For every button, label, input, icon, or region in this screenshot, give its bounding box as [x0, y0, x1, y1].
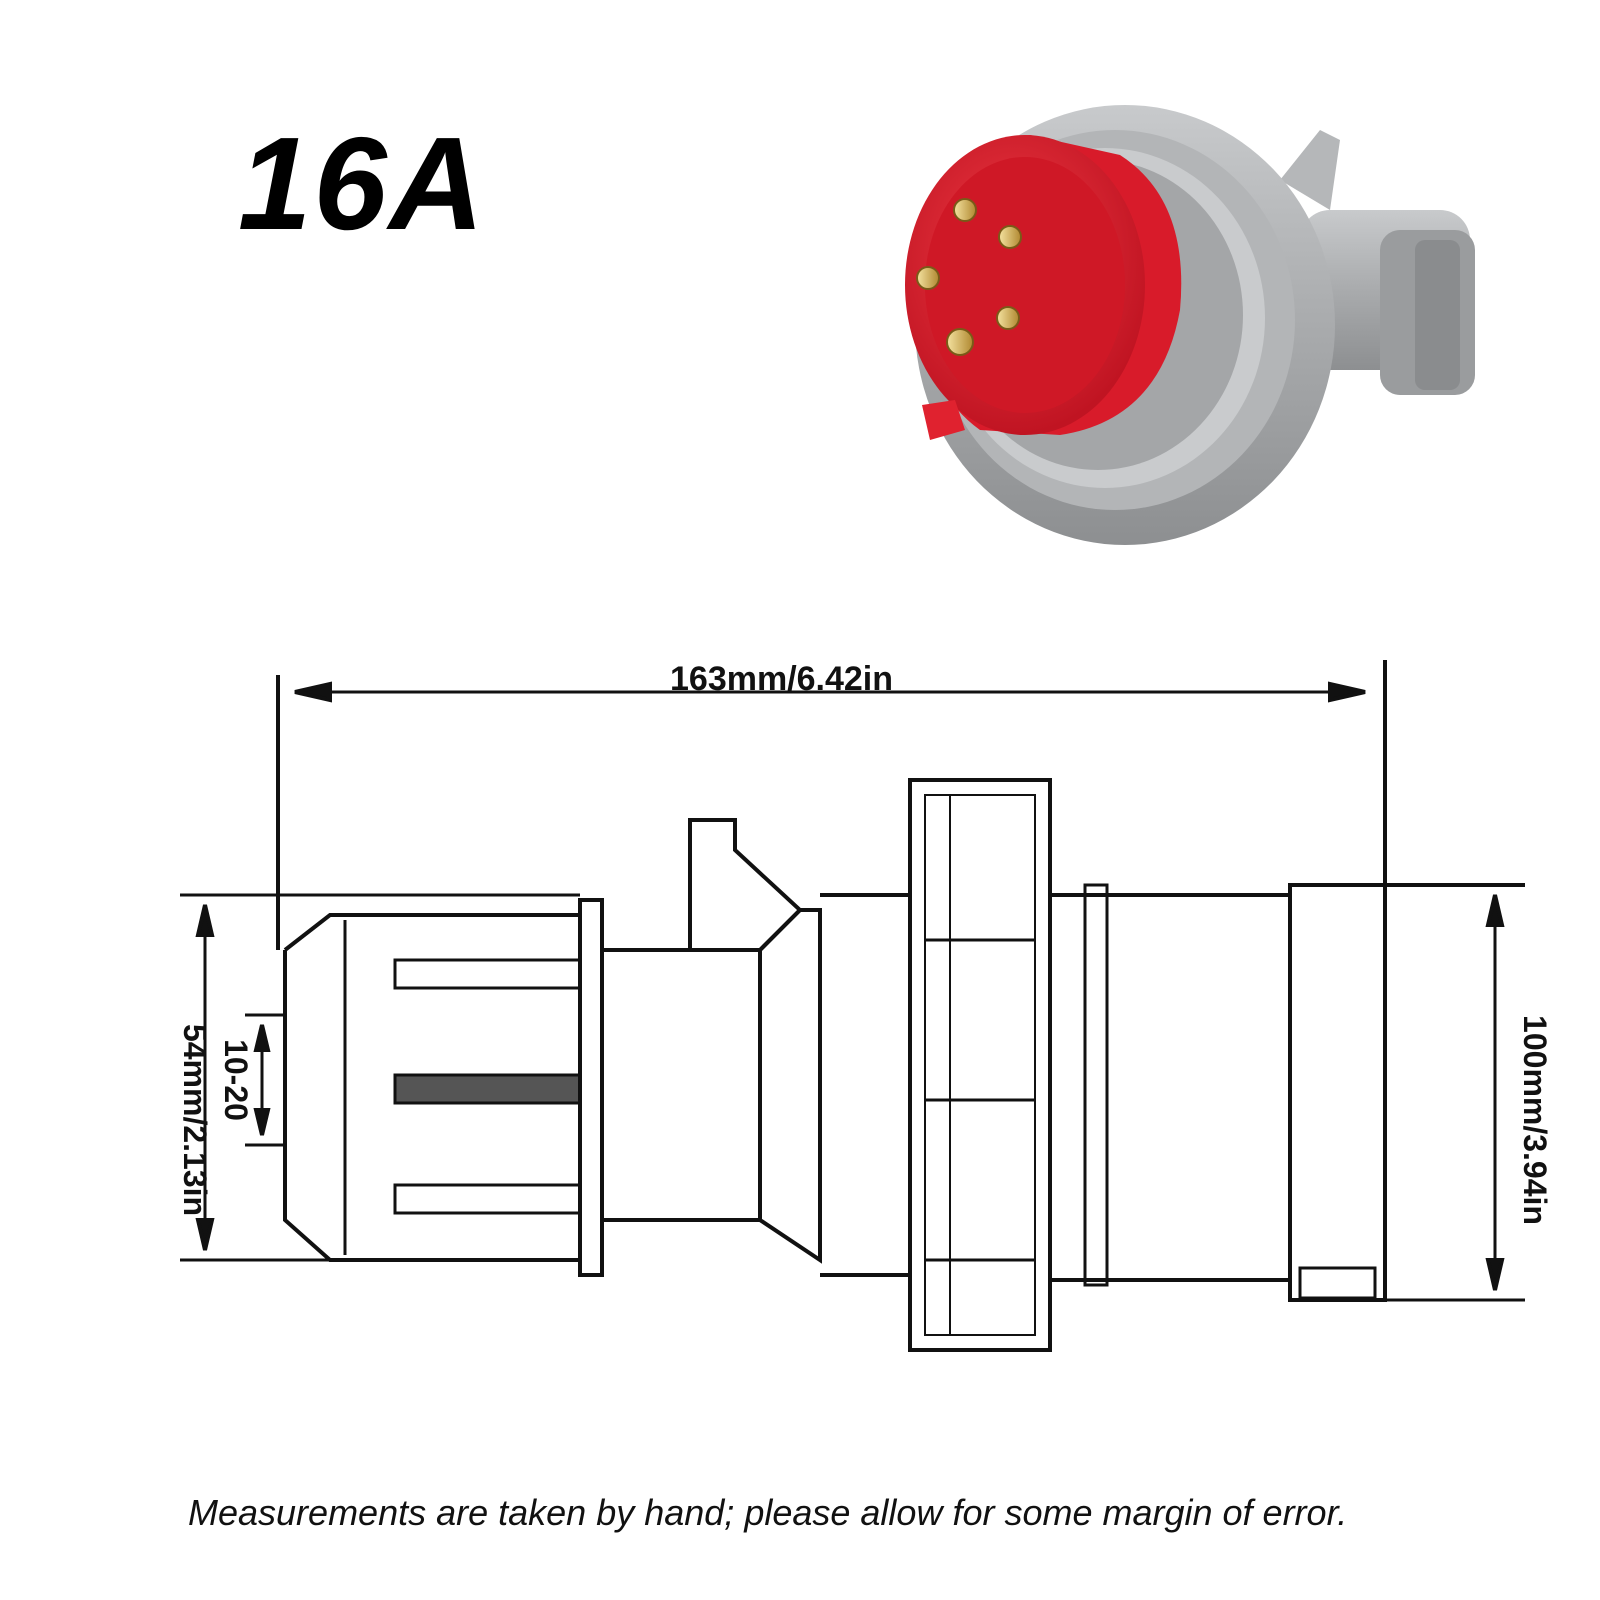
red-plug-body: [905, 135, 1182, 440]
front-diameter-label: 54mm/2.13in: [177, 1023, 213, 1217]
length-dimension-label: 163mm/6.42in: [670, 660, 894, 698]
cable-range-label: 10-20: [218, 1039, 254, 1121]
cable-gland: [1300, 210, 1475, 395]
measurement-disclaimer: Measurements are taken by hand; please a…: [188, 1492, 1348, 1533]
contact-pins: [916, 198, 1022, 356]
rating-title: 16A: [238, 110, 487, 257]
max-diameter-label: 100mm/3.94in: [1517, 1015, 1553, 1225]
latch-clip: [1280, 130, 1340, 210]
dimension-drawing: [180, 660, 1525, 1352]
industrial-plug-photo: [905, 105, 1475, 545]
